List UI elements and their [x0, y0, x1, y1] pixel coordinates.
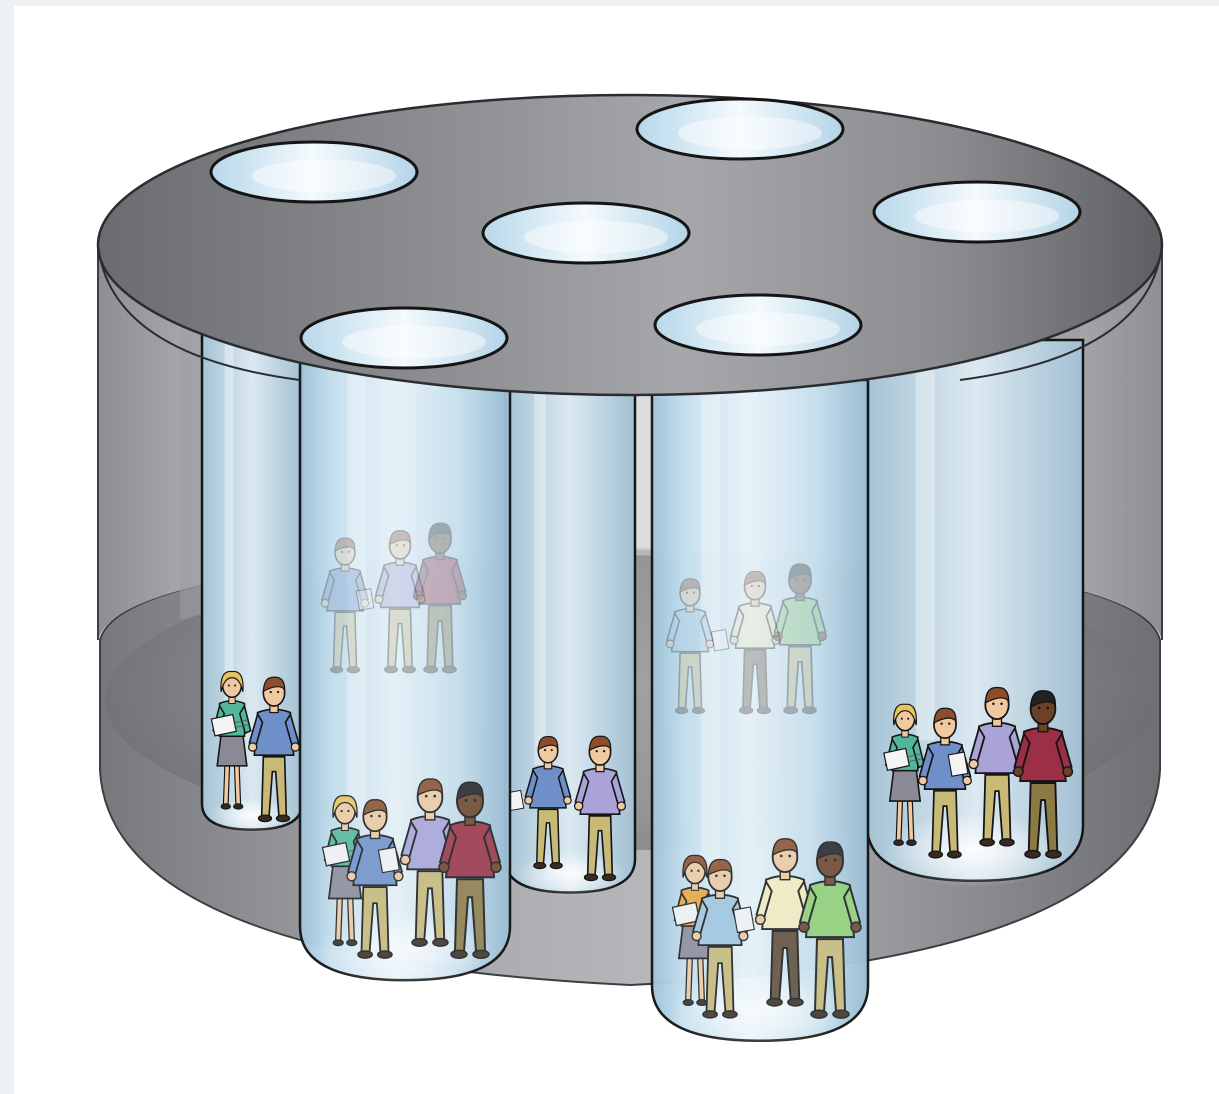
skylight-opening: [637, 99, 843, 159]
skylight-opening: [655, 295, 861, 355]
skylight-opening: [211, 142, 417, 202]
tube-left-back: [202, 330, 302, 833]
tube-right-back: [867, 340, 1083, 888]
skylight-opening: [874, 182, 1080, 242]
skylight-opening: [301, 308, 507, 368]
tube-left-front: [300, 360, 510, 987]
tube-center-back: [505, 380, 635, 897]
skylight-opening: [483, 203, 689, 263]
tube-right-front: [652, 380, 868, 1048]
